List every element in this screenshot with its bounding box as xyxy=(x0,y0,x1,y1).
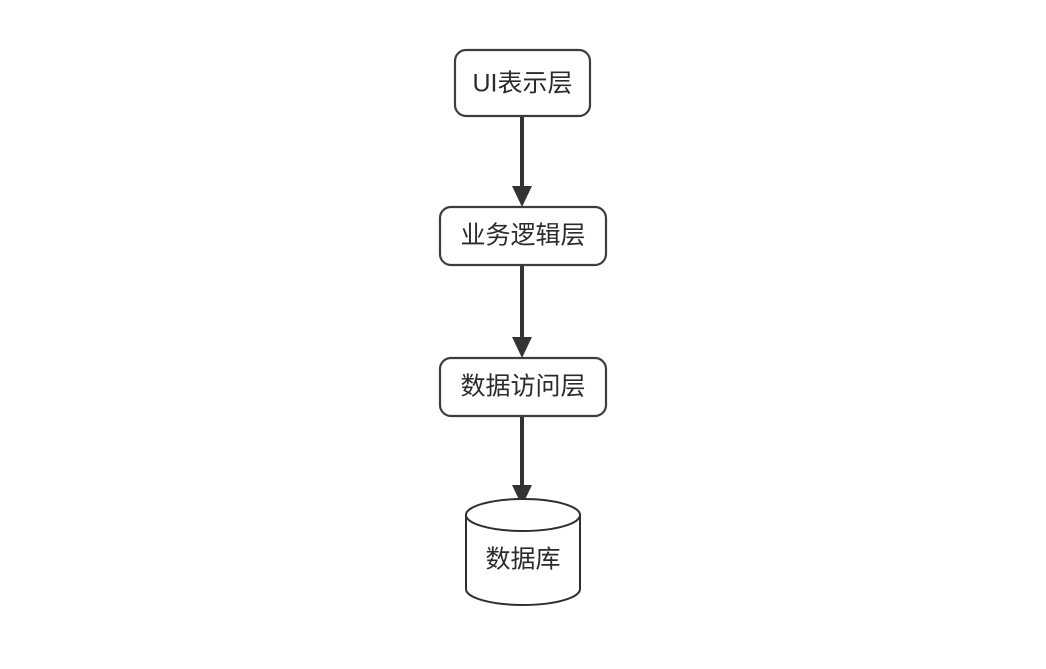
node-label: 业务逻辑层 xyxy=(460,222,585,250)
node-box[interactable] xyxy=(438,205,608,267)
node-business-logic-layer[interactable]: 业务逻辑层 xyxy=(438,205,608,267)
node-box[interactable] xyxy=(438,356,608,418)
edge-business-to-data-access xyxy=(512,265,532,358)
node-label: UI表示层 xyxy=(472,70,572,98)
cylinder-top-ellipse xyxy=(465,498,581,532)
arrowhead-down-icon xyxy=(512,186,532,207)
cylinder-body[interactable] xyxy=(465,514,581,606)
arrowhead-down-icon xyxy=(512,337,532,358)
node-ui-presentation-layer[interactable]: UI表示层 xyxy=(453,48,592,118)
node-label: 数据访问层 xyxy=(460,373,585,401)
edge-data-access-to-database xyxy=(512,416,532,506)
arrowhead-down-icon xyxy=(512,485,532,506)
node-database[interactable]: 数据库 xyxy=(465,498,581,606)
node-data-access-layer[interactable]: 数据访问层 xyxy=(438,356,608,418)
edge-ui-to-business xyxy=(512,116,532,207)
node-label: 数据库 xyxy=(485,546,560,574)
node-box[interactable] xyxy=(453,48,592,118)
